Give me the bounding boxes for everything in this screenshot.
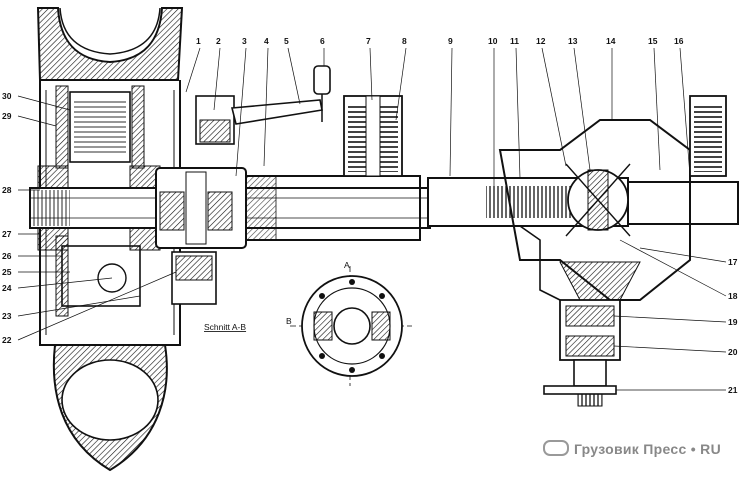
differential-gears <box>565 163 631 237</box>
callout-4: 4 <box>264 36 269 46</box>
callout-28: 28 <box>2 185 12 195</box>
axle-housing-beam <box>245 175 421 241</box>
watermark: Грузовик Пресс • RU <box>542 440 721 457</box>
wheel-tire-bottom <box>52 344 168 472</box>
spring-seat-right <box>689 95 727 177</box>
callout-13: 13 <box>568 36 578 46</box>
callout-14: 14 <box>606 36 616 46</box>
leader-lines <box>17 47 727 391</box>
callout-27: 27 <box>2 229 12 239</box>
section-mark-a: A <box>344 260 350 270</box>
callout-1: 1 <box>196 36 201 46</box>
callout-20: 20 <box>728 347 738 357</box>
section-a-b-view <box>290 266 412 386</box>
callout-24: 24 <box>2 283 12 293</box>
steering-knuckle <box>155 95 247 305</box>
callout-29: 29 <box>2 111 12 121</box>
watermark-logo-icon <box>542 440 569 456</box>
section-label: Schnitt A-B <box>204 322 246 332</box>
callout-10: 10 <box>488 36 498 46</box>
watermark-dot: • <box>686 441 701 457</box>
callout-11: 11 <box>510 36 519 46</box>
callout-18: 18 <box>728 291 738 301</box>
callout-25: 25 <box>2 267 12 277</box>
callout-3: 3 <box>242 36 247 46</box>
callout-7: 7 <box>366 36 371 46</box>
callout-6: 6 <box>320 36 325 46</box>
callout-19: 19 <box>728 317 738 327</box>
section-mark-b: B <box>286 316 292 326</box>
callout-2: 2 <box>216 36 221 46</box>
brake-drum-lower <box>55 235 141 317</box>
callout-8: 8 <box>402 36 407 46</box>
callouts-left: 30 29 28 27 26 25 24 23 22 <box>2 91 12 345</box>
callout-21: 21 <box>728 385 738 395</box>
wheel-tire-top <box>36 7 184 81</box>
callout-5: 5 <box>284 36 289 46</box>
steering-arm <box>230 65 331 125</box>
differential-housing <box>498 119 691 301</box>
callout-12: 12 <box>536 36 546 46</box>
callout-16: 16 <box>674 36 684 46</box>
callout-23: 23 <box>2 311 12 321</box>
spring-seat-left <box>343 95 403 177</box>
callout-22: 22 <box>2 335 12 345</box>
pinion-drive <box>543 261 641 407</box>
callouts-right: 17 18 19 20 21 <box>728 257 738 395</box>
watermark-suffix: RU <box>700 441 721 457</box>
callout-30: 30 <box>2 91 12 101</box>
hub-reduction-gear <box>55 85 145 169</box>
callouts-top: 1 2 3 4 5 6 7 8 9 10 11 12 13 14 15 16 <box>196 36 684 46</box>
callout-9: 9 <box>448 36 453 46</box>
callout-15: 15 <box>648 36 658 46</box>
callout-26: 26 <box>2 251 12 261</box>
callout-17: 17 <box>728 257 738 267</box>
watermark-text: Грузовик Пресс <box>573 441 687 457</box>
